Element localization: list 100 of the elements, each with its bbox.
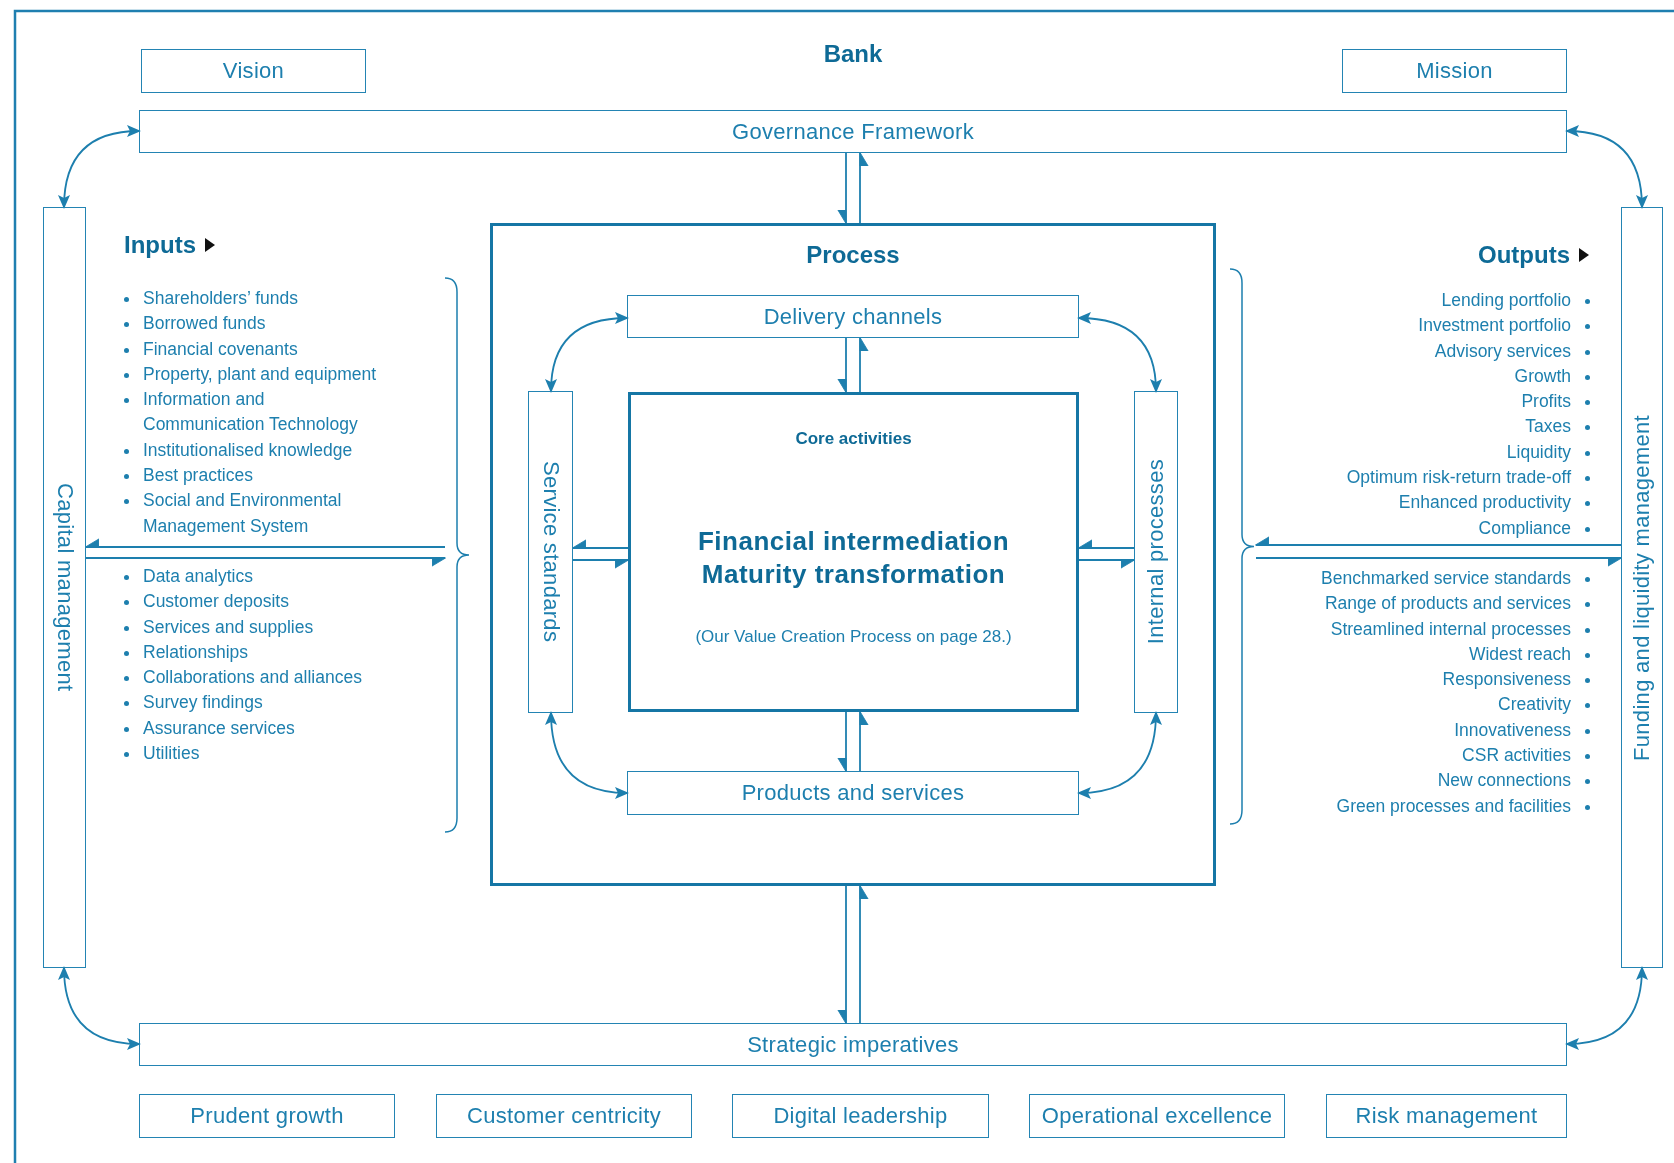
curved-arrow bbox=[1077, 711, 1162, 799]
harpoon-arrow bbox=[837, 337, 847, 393]
list-item: Survey findings bbox=[143, 691, 263, 715]
harpoon-arrow bbox=[85, 557, 446, 567]
harpoon-arrow bbox=[859, 152, 869, 224]
list-item: Investment portfolio bbox=[1418, 314, 1571, 338]
box-label: Delivery channels bbox=[763, 303, 943, 330]
list-item: Financial covenants bbox=[143, 337, 298, 361]
section-heading: Inputs bbox=[124, 232, 196, 258]
brace-shape bbox=[445, 277, 471, 833]
list-item: Best practices bbox=[143, 464, 253, 488]
delivery-channels-box bbox=[627, 295, 1079, 338]
list-item: Streamlined internal processes bbox=[1330, 617, 1571, 641]
list-item: Growth bbox=[1514, 364, 1571, 388]
list-item: Liquidity bbox=[1506, 440, 1571, 464]
curved-arrow bbox=[1565, 966, 1648, 1050]
mission-box bbox=[1342, 49, 1567, 93]
core-activity: Financial intermediation bbox=[697, 526, 1010, 557]
list-item: Enhanced productivity bbox=[1398, 491, 1571, 515]
core-activity: Maturity transformation bbox=[701, 559, 1006, 590]
imperative-box bbox=[139, 1094, 395, 1138]
harpoon-arrow bbox=[85, 538, 446, 548]
box-label: Customer centricity bbox=[467, 1103, 661, 1129]
list-item: Compliance bbox=[1478, 516, 1571, 540]
list-item: Services and supplies bbox=[143, 615, 314, 639]
list-item: Green processes and facilities bbox=[1336, 794, 1571, 818]
harpoon-arrow bbox=[1078, 539, 1135, 549]
note-text: (Our Value Creation Process on page 28.) bbox=[695, 627, 1012, 647]
service-standards-bar bbox=[528, 391, 573, 713]
process-heading: Process bbox=[806, 241, 900, 269]
list-item: Institutionalised knowledge bbox=[143, 438, 353, 462]
box-label: Operational excellence bbox=[1041, 1103, 1273, 1129]
list-item: Taxes bbox=[1525, 415, 1571, 439]
curved-arrow bbox=[545, 711, 629, 799]
box-label: Governance Framework bbox=[732, 118, 974, 145]
list-item: Shareholders’ funds bbox=[143, 287, 298, 310]
capital-management-bar bbox=[43, 207, 86, 968]
box-label: Digital leadership bbox=[773, 1103, 948, 1129]
imperative-box bbox=[436, 1094, 692, 1138]
harpoon-arrow bbox=[1255, 557, 1622, 567]
list-item: Creativity bbox=[1498, 693, 1571, 717]
internal-processes-bar bbox=[1134, 391, 1178, 713]
harpoon-arrow bbox=[1255, 536, 1622, 546]
list-item: Responsiveness bbox=[1442, 668, 1571, 692]
list-item: Property, plant and equipment bbox=[143, 362, 377, 386]
box-label: Capital management bbox=[51, 483, 78, 692]
box-label: Risk management bbox=[1355, 1103, 1538, 1129]
list-item: Profits bbox=[1521, 390, 1571, 414]
list-item: Innovativeness bbox=[1454, 718, 1571, 742]
list-item: Lending portfolio bbox=[1441, 289, 1571, 312]
section-heading: Outputs bbox=[1478, 242, 1570, 268]
harpoon-arrow bbox=[572, 559, 629, 569]
list-item: Data analytics bbox=[143, 565, 253, 588]
diagram-title: Bank bbox=[822, 40, 884, 68]
harpoon-arrow bbox=[837, 711, 847, 772]
list-item: Widest reach bbox=[1468, 642, 1571, 666]
list-item: Collaborations and alliances bbox=[143, 666, 362, 690]
list-item: Information and Communication Technology bbox=[143, 388, 359, 437]
harpoon-arrow bbox=[1078, 559, 1135, 569]
list-item: Optimum risk-return trade-off bbox=[1346, 466, 1571, 490]
list-item: Benchmarked service standards bbox=[1321, 567, 1571, 590]
list-item: Range of products and services bbox=[1324, 592, 1571, 616]
governance-bar bbox=[139, 110, 1567, 153]
box-label: Funding and liquidity management bbox=[1629, 414, 1655, 761]
list-item: Customer deposits bbox=[143, 590, 289, 614]
box-label: Prudent growth bbox=[190, 1103, 344, 1129]
harpoon-arrow bbox=[859, 711, 869, 772]
list-item: Borrowed funds bbox=[143, 312, 266, 336]
list-item: Utilities bbox=[143, 742, 200, 766]
list-item: Advisory services bbox=[1434, 339, 1571, 363]
core-activities-box bbox=[628, 392, 1079, 712]
harpoon-arrow bbox=[837, 152, 847, 224]
list-item: Relationships bbox=[143, 640, 249, 664]
brace-shape bbox=[1230, 268, 1256, 825]
curved-arrow bbox=[58, 966, 141, 1050]
strategic-imperatives-bar bbox=[139, 1023, 1567, 1066]
imperative-box bbox=[732, 1094, 989, 1138]
vision-box bbox=[141, 49, 366, 93]
curved-arrow bbox=[545, 312, 629, 393]
imperative-box bbox=[1029, 1094, 1285, 1138]
harpoon-arrow bbox=[859, 885, 869, 1024]
harpoon-arrow bbox=[572, 539, 629, 549]
process-box bbox=[490, 223, 1216, 886]
box-label: Products and services bbox=[741, 780, 965, 806]
curved-arrow bbox=[1565, 125, 1648, 209]
list-item: Assurance services bbox=[143, 716, 295, 740]
box-label: Vision bbox=[222, 58, 285, 84]
harpoon-arrow bbox=[837, 885, 847, 1024]
harpoon-arrow bbox=[859, 337, 869, 393]
curved-arrow bbox=[58, 125, 141, 209]
funding-management-bar bbox=[1621, 207, 1663, 968]
box-label: Service standards bbox=[537, 461, 564, 643]
products-services-box bbox=[627, 771, 1079, 815]
core-heading: Core activities bbox=[795, 429, 912, 449]
list-item: New connections bbox=[1437, 769, 1571, 793]
imperative-box bbox=[1326, 1094, 1567, 1138]
box-label: Mission bbox=[1416, 58, 1493, 84]
curved-arrow bbox=[1077, 312, 1162, 393]
list-item: CSR activities bbox=[1462, 744, 1571, 768]
box-label: Strategic imperatives bbox=[747, 1031, 959, 1058]
